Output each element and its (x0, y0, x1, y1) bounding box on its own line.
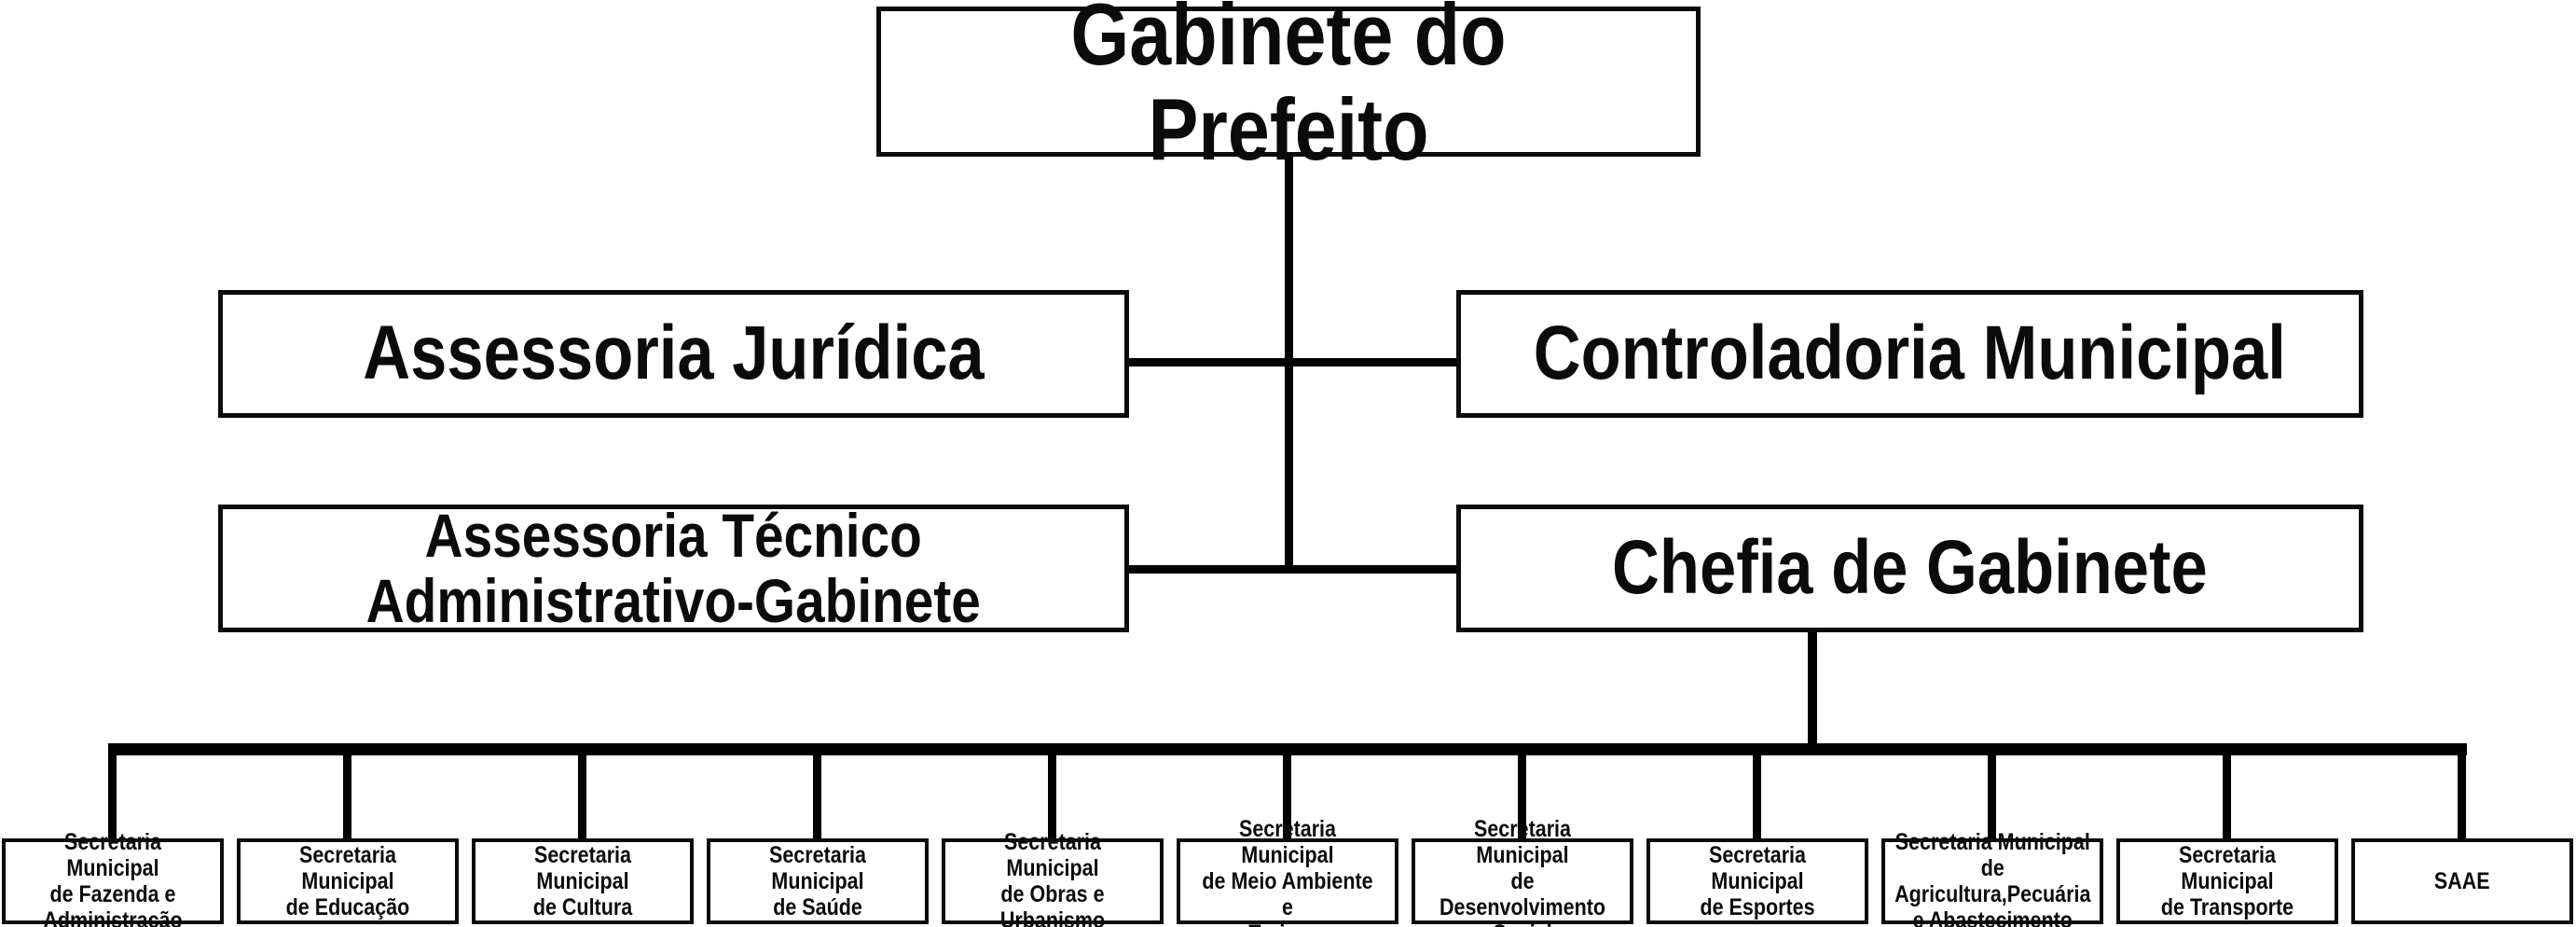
connector-child-drop-10 (2223, 745, 2231, 839)
org-node-label: Assessoria Jurídica (363, 311, 985, 396)
org-node-gabinete-do-prefeito: Gabinete do Prefeito (876, 0, 1701, 176)
connector-child-drop-3 (578, 745, 586, 839)
org-node-secretaria-fazenda-administracao: Secretaria Municipal de Fazenda e Admini… (2, 829, 224, 927)
org-node-secretaria-transporte: Secretaria Municipal de Transporte (2116, 838, 2338, 924)
connector-child-drop-7 (1518, 745, 1526, 839)
connector-child-drop-11 (2458, 745, 2466, 839)
connector-chefia-drop (1808, 630, 1817, 750)
org-node-secretaria-esportes: Secretaria Municipal de Esportes (1646, 838, 1868, 924)
connector-child-drop-4 (813, 745, 821, 839)
org-node-label: Secretaria Municipal de Desenvolvimento … (1439, 816, 1606, 927)
org-node-label: Chefia de Gabinete (1612, 525, 2208, 611)
org-node-label: Secretaria Municipal de Cultura (532, 842, 633, 920)
org-node-secretaria-obras-urbanismo: Secretaria Municipal de Obras e Urbanism… (942, 829, 1164, 927)
org-node-label: Secretaria Municipal de Transporte (2160, 842, 2294, 920)
org-node-label: Secretaria Municipal de Agricultura,Pecu… (1894, 829, 2091, 927)
org-node-secretaria-agricultura-pecuaria-abastecimento: Secretaria Municipal de Agricultura,Pecu… (1881, 829, 2103, 927)
connector-child-drop-5 (1048, 745, 1056, 839)
connector-child-drop-2 (343, 745, 351, 839)
org-node-secretaria-saude: Secretaria Municipal de Saúde (707, 838, 929, 924)
org-node-controladoria-municipal: Controladoria Municipal (1456, 290, 2363, 418)
org-node-label: Secretaria Municipal de Educação (285, 842, 410, 920)
org-node-label: Secretaria Municipal de Meio Ambiente e … (1202, 816, 1373, 927)
connector-level3-horizontal (1129, 565, 1456, 574)
org-node-label: Gabinete do Prefeito (1070, 0, 1507, 178)
org-node-label: Secretaria Municipal de Saúde (768, 842, 867, 920)
org-node-label: Secretaria Municipal de Obras e Urbanism… (999, 829, 1106, 927)
org-node-assessoria-juridica: Assessoria Jurídica (218, 290, 1129, 418)
org-node-assessoria-tecnico-administrativo: Assessoria Técnico Administrativo-Gabine… (218, 501, 1129, 635)
org-node-secretaria-desenvolvimento-social: Secretaria Municipal de Desenvolvimento … (1412, 816, 1633, 927)
org-node-saae: SAAE (2351, 838, 2573, 924)
org-node-label: Secretaria Municipal de Fazenda e Admini… (43, 829, 183, 927)
connector-child-drop-9 (1988, 745, 1996, 839)
org-node-label: Assessoria Técnico Administrativo-Gabine… (365, 501, 982, 635)
org-node-secretaria-cultura: Secretaria Municipal de Cultura (472, 838, 694, 924)
org-node-secretaria-meio-ambiente-turismo: Secretaria Municipal de Meio Ambiente e … (1177, 816, 1398, 927)
org-node-label: Secretaria Municipal de Esportes (1700, 842, 1815, 920)
org-node-label: SAAE (2434, 868, 2490, 894)
org-node-label: Controladoria Municipal (1533, 311, 2287, 396)
org-node-chefia-de-gabinete: Chefia de Gabinete (1456, 505, 2363, 632)
connector-child-drop-1 (108, 745, 117, 839)
org-node-secretaria-educacao: Secretaria Municipal de Educação (237, 838, 459, 924)
connector-child-drop-6 (1283, 745, 1291, 839)
connector-level2-horizontal (1129, 358, 1456, 367)
connector-child-drop-8 (1753, 745, 1761, 839)
